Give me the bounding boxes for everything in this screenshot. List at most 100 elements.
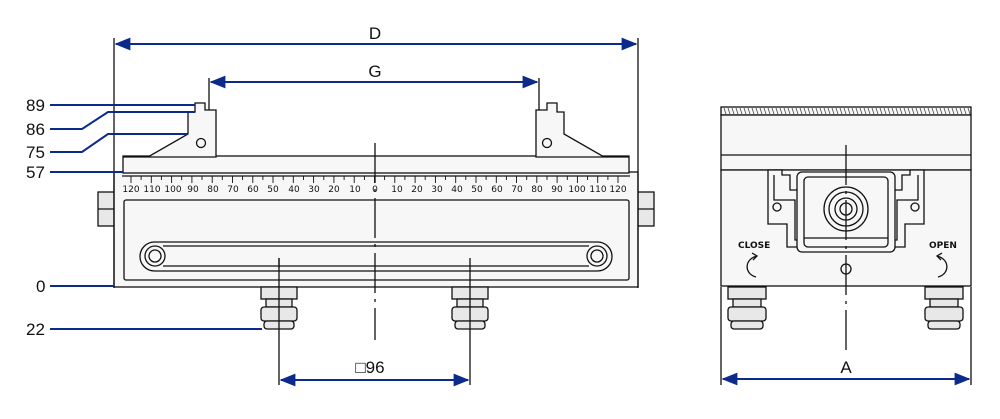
scale-tick-label: 30 — [308, 185, 320, 195]
knurl-line — [943, 107, 947, 115]
scale-tick-label: 100 — [568, 185, 585, 195]
knurl-line — [807, 107, 811, 115]
knurl-line — [907, 107, 911, 115]
knurl-line — [887, 107, 891, 115]
knurl-line — [755, 107, 759, 115]
knurl-line — [947, 107, 951, 115]
knurl-line — [727, 107, 731, 115]
open-arrow-icon — [936, 255, 948, 278]
knurl-line — [903, 107, 907, 115]
dimension-a-label: A — [840, 358, 852, 377]
scale-tick-label: 90 — [551, 185, 563, 195]
knurl-line — [771, 107, 775, 115]
knurl-line — [783, 107, 787, 115]
knurl-line — [839, 107, 843, 115]
knurl-line — [827, 107, 831, 115]
knurl-line — [951, 107, 955, 115]
knurl-line — [863, 107, 867, 115]
knurl-line — [895, 107, 899, 115]
scale-tick-label: 120 — [122, 185, 139, 195]
knurl-line — [843, 107, 847, 115]
knurl-line — [867, 107, 871, 115]
knurl-line — [831, 107, 835, 115]
knurl-line — [855, 107, 859, 115]
right-jaw — [535, 102, 629, 158]
knurl-line — [747, 107, 751, 115]
knurl-line — [751, 107, 755, 115]
guide-slot — [139, 241, 613, 272]
height-label-75: 75 — [26, 143, 45, 162]
knurl-line — [767, 107, 771, 115]
height-label-89: 89 — [26, 96, 45, 115]
knurl-line — [927, 107, 931, 115]
front-dimensions: D G □96 89 86 75 57 0 22 — [26, 24, 639, 387]
knurl-line — [931, 107, 935, 115]
knurl-line — [935, 107, 939, 115]
height-label-22: 22 — [26, 320, 45, 339]
knurl-line — [735, 107, 739, 115]
scale-tick-label: 80 — [531, 185, 543, 195]
scale-tick-label: 20 — [328, 185, 340, 195]
height-label-57: 57 — [26, 163, 45, 182]
knurl-line — [723, 107, 727, 115]
knurl-line — [795, 107, 799, 115]
knurl-line — [875, 107, 879, 115]
dimension-g-label: G — [368, 62, 381, 81]
knurl-line — [803, 107, 807, 115]
knurl-line — [815, 107, 819, 115]
knurl-line — [879, 107, 883, 115]
knurl-line — [823, 107, 827, 115]
scale-tick-label: 40 — [451, 185, 463, 195]
knurl-line — [787, 107, 791, 115]
height-label-0: 0 — [36, 277, 45, 296]
dimension-pitch-label: □96 — [355, 358, 384, 377]
knurl-line — [779, 107, 783, 115]
knurl-line — [911, 107, 915, 115]
knurl-line — [851, 107, 855, 115]
side-pin-left — [727, 286, 767, 330]
knurl-line — [811, 107, 815, 115]
knurl-line — [731, 107, 735, 115]
scale-tick-label: 30 — [431, 185, 443, 195]
close-arrow-icon — [746, 255, 758, 278]
knurl-line — [883, 107, 887, 115]
open-label: OPEN — [929, 241, 957, 251]
knurl-line — [847, 107, 851, 115]
scale-tick-label: 50 — [267, 185, 279, 195]
knurl-pattern — [723, 107, 971, 115]
knurl-line — [955, 107, 959, 115]
close-label: CLOSE — [738, 241, 770, 251]
scale-ticks — [130, 176, 619, 183]
scale-tick-label: 90 — [187, 185, 199, 195]
scale-tick-label: 70 — [511, 185, 523, 195]
top-rail — [122, 155, 630, 174]
knurl-line — [915, 107, 919, 115]
scale-tick-label: 60 — [491, 185, 503, 195]
knurl-line — [759, 107, 763, 115]
knurl-line — [763, 107, 767, 115]
left-jaw — [123, 102, 217, 158]
knurl-line — [743, 107, 747, 115]
knurl-line — [963, 107, 967, 115]
knurl-line — [871, 107, 875, 115]
knurl-line — [919, 107, 923, 115]
scale-tick-label: 50 — [471, 185, 483, 195]
scale-tick-label: 10 — [391, 185, 403, 195]
scale-tick-label: 60 — [247, 185, 259, 195]
knurl-line — [939, 107, 943, 115]
scale-tick-label: 110 — [143, 185, 160, 195]
knurl-line — [819, 107, 823, 115]
knurl-line — [959, 107, 963, 115]
height-label-86: 86 — [26, 120, 45, 139]
knurl-line — [835, 107, 839, 115]
scale-tick-label: 100 — [164, 185, 181, 195]
knurl-line — [859, 107, 863, 115]
knurl-line — [791, 107, 795, 115]
side-view: CLOSE OPEN A — [720, 106, 972, 386]
scale-tick-label: 80 — [207, 185, 219, 195]
knurl-line — [899, 107, 903, 115]
knurl-line — [775, 107, 779, 115]
knurl-line — [891, 107, 895, 115]
knurl-line — [923, 107, 927, 115]
